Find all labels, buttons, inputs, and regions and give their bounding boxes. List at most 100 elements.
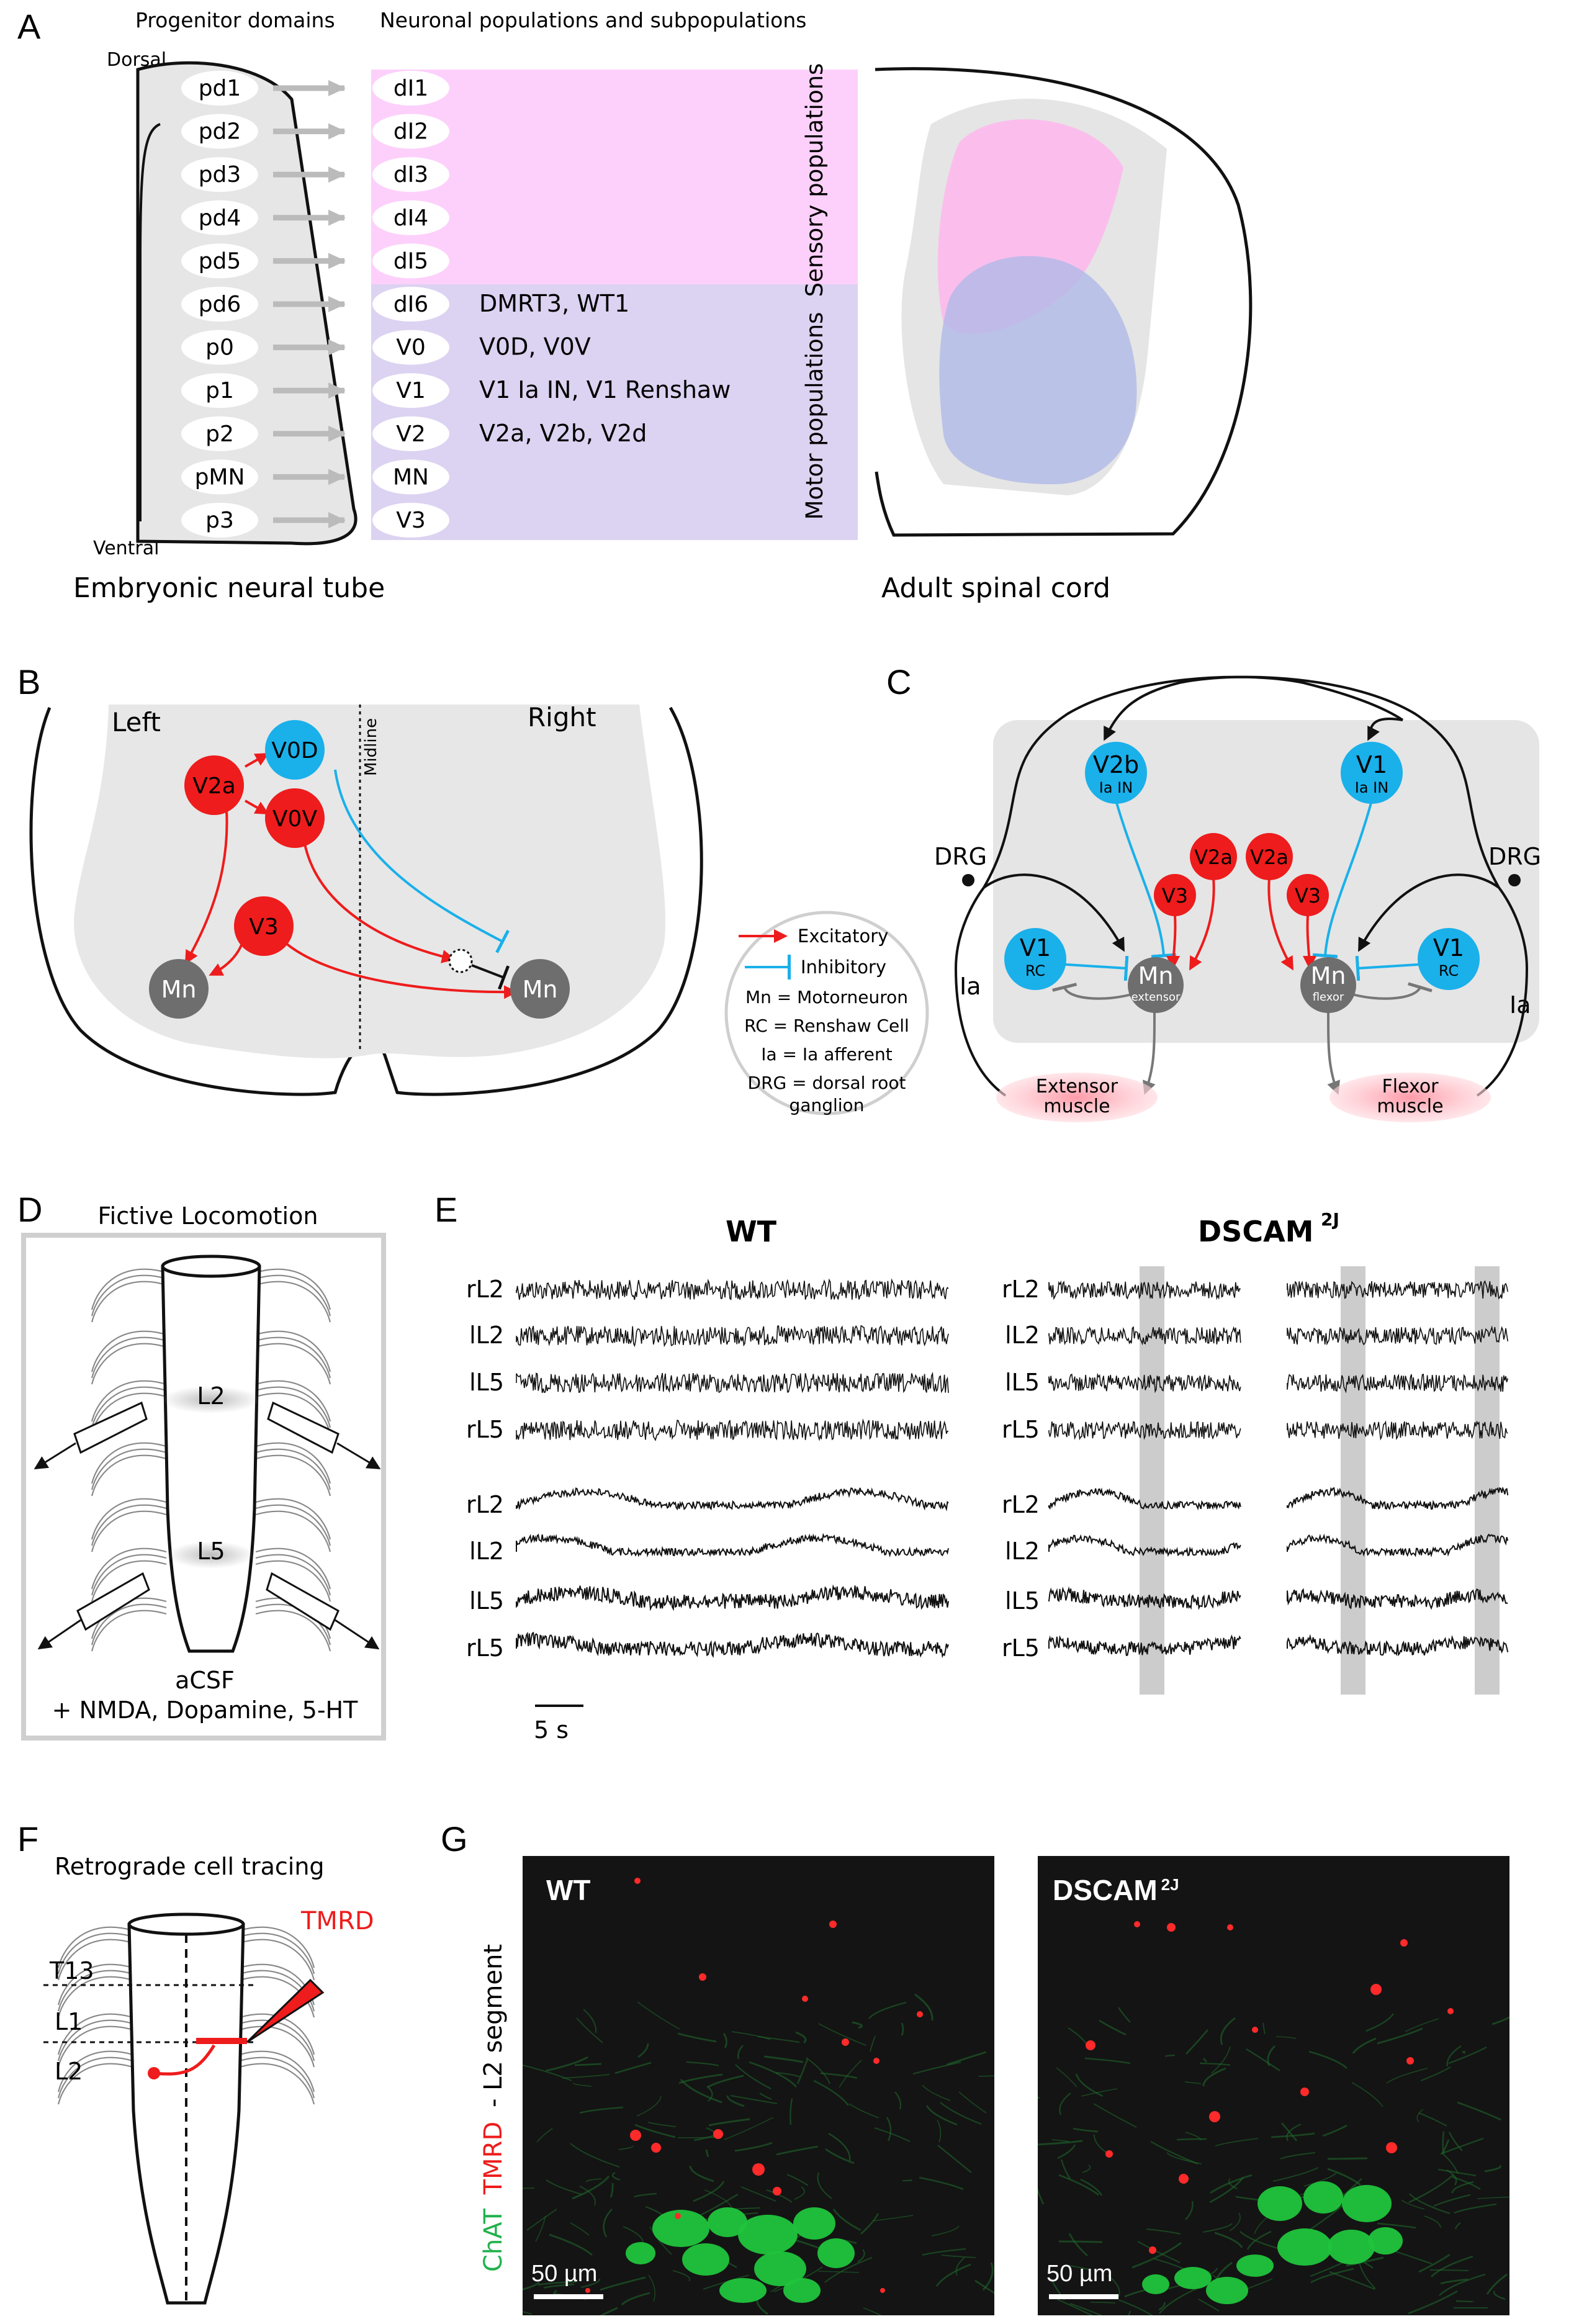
chat-fiber <box>1365 2013 1395 2032</box>
chat-fiber <box>1069 2265 1091 2271</box>
b-node-v3[interactable]: V3 <box>234 896 294 956</box>
chat-fiber <box>706 2086 713 2102</box>
trace-label: rL5 <box>466 1416 504 1443</box>
c-node-v1rc-right[interactable]: V1 RC <box>1418 928 1480 990</box>
c-node-v3-right[interactable]: V3 <box>1287 874 1329 916</box>
chat-fiber <box>1409 2193 1451 2215</box>
nerve-root <box>91 1268 167 1310</box>
c-node-v2b[interactable]: V2b Ia IN <box>1085 742 1147 804</box>
dscam-rhythmic-trace <box>1287 1486 1509 1510</box>
g-axis-chat: ChAT <box>479 2208 508 2272</box>
population-pill <box>372 200 449 235</box>
chat-fiber <box>708 2074 744 2088</box>
tmrd-cell <box>699 1973 706 1981</box>
nerve-root <box>57 1926 133 1968</box>
wt-tonic-trace <box>516 1325 949 1348</box>
d-cord <box>161 1256 261 1653</box>
nerve-root <box>255 1610 331 1652</box>
g-wt-scalebar <box>534 2294 603 2299</box>
trace-label: lL2 <box>1005 1538 1040 1565</box>
d-electrodes <box>34 1401 381 1650</box>
panel-g: G ChAT TMRD - L2 segment <box>441 1819 508 2272</box>
c-v1rc-right-sub: RC <box>1439 962 1459 980</box>
chat-fiber <box>579 2106 624 2114</box>
tmrd-cell <box>651 2143 661 2153</box>
b-v0d-to-mn <box>334 769 510 953</box>
chat-fiber <box>1448 2132 1463 2151</box>
c-v2b-sub: Ia IN <box>1099 779 1133 796</box>
chat-fiber <box>1246 2230 1272 2250</box>
c-node-v3-left[interactable]: V3 <box>1154 874 1196 916</box>
chat-cell <box>793 2207 835 2240</box>
chat-fiber <box>1075 2073 1104 2097</box>
b-node-v0d[interactable]: V0D <box>265 720 325 780</box>
wt-rhythmic-trace <box>516 1631 949 1659</box>
nerve-root <box>57 1939 133 1981</box>
c-afferent-top <box>983 675 1404 888</box>
chat-fiber <box>817 2271 860 2273</box>
population-pill <box>372 459 449 495</box>
chat-fiber <box>1408 2290 1458 2315</box>
c-extensor-muscle <box>996 1073 1158 1122</box>
nerve-root <box>239 2056 315 2099</box>
c-node-v2a-right[interactable]: V2a <box>1246 833 1293 880</box>
chat-fiber <box>1446 2045 1462 2067</box>
tmrd-cell <box>1447 2008 1454 2014</box>
b-node-v0v[interactable]: V0V <box>265 788 325 848</box>
panel-a: A Progenitor domains Neuronal population… <box>17 7 1253 604</box>
chat-fiber <box>860 2213 879 2235</box>
population-pill <box>372 416 449 451</box>
b-mn-left-label: Mn <box>161 976 197 1003</box>
chat-fiber <box>1272 2167 1319 2182</box>
chat-fiber <box>1377 2222 1416 2229</box>
chat-fiber <box>820 2072 858 2079</box>
c-node-v1[interactable]: V1 Ia IN <box>1341 742 1403 804</box>
chat-fiber <box>974 2279 994 2294</box>
chat-fiber <box>536 2128 553 2143</box>
nerve-root <box>57 1932 133 1975</box>
chat-fiber <box>1068 2027 1088 2046</box>
c-v3-right-label: V3 <box>1295 884 1321 908</box>
adult-motor-region <box>939 256 1137 485</box>
b-node-mn-left[interactable]: Mn <box>149 959 209 1019</box>
chat-fiber <box>523 2065 572 2081</box>
nerve-root <box>239 1976 315 2018</box>
trace-label: rL5 <box>1002 1634 1040 1662</box>
c-flex-muscle-1: Flexor <box>1382 1076 1439 1097</box>
wt-rhythmic-trace <box>516 1533 949 1558</box>
c-v1rc-left-sub: RC <box>1025 962 1045 980</box>
chat-fiber <box>1493 2290 1506 2300</box>
population-pill <box>372 243 449 279</box>
chat-fiber <box>1124 2289 1146 2298</box>
d-cord-top <box>161 1254 261 1278</box>
chat-fiber <box>937 2145 972 2173</box>
nerve-root <box>57 2050 133 2092</box>
nerve-root <box>255 1554 331 1596</box>
chat-fiber <box>535 2215 546 2242</box>
chat-fiber <box>1118 2299 1153 2315</box>
d-acsf: aCSF <box>175 1667 235 1694</box>
chat-fiber <box>611 2171 621 2181</box>
c-drg-left <box>962 874 974 886</box>
b-v3-to-mn-left <box>209 943 243 976</box>
c-afferent-right-mn <box>1358 873 1500 952</box>
b-node-v2a[interactable]: V2a <box>184 755 244 815</box>
tmrd-cell <box>752 2163 765 2176</box>
c-node-v2a-left[interactable]: V2a <box>1190 833 1237 880</box>
chat-fiber <box>1262 2022 1266 2035</box>
panel-label-b: B <box>17 662 40 701</box>
chat-cell <box>1174 2267 1212 2289</box>
chat-fiber <box>872 2215 914 2222</box>
b-node-mn-right[interactable]: Mn <box>510 959 570 1019</box>
chat-fiber <box>603 2209 613 2238</box>
c-node-mn-extensor[interactable]: Mn extensor <box>1128 957 1184 1013</box>
chat-fiber <box>1056 2067 1077 2088</box>
chat-cell <box>817 2238 855 2268</box>
c-node-mn-flexor[interactable]: Mn flexor <box>1300 957 1356 1013</box>
chat-fiber <box>1159 2287 1197 2314</box>
c-node-v1rc-left[interactable]: V1 RC <box>1004 928 1066 990</box>
chat-fiber <box>689 2165 714 2182</box>
nerve-root <box>239 2050 315 2092</box>
chat-fiber <box>1239 2231 1280 2250</box>
nerve-root <box>91 1380 167 1422</box>
